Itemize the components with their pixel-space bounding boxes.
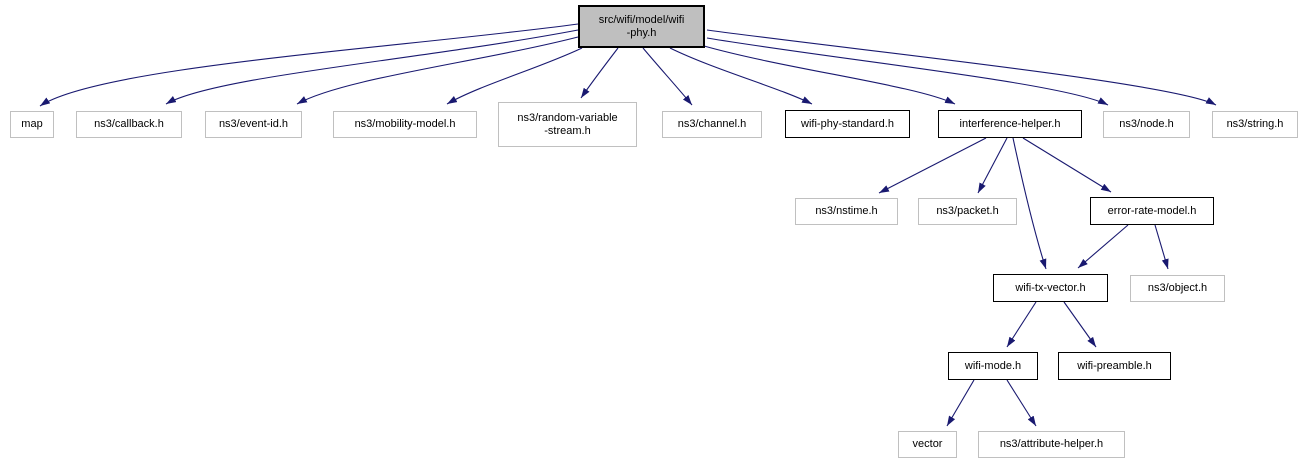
node-error-rate-model-label: error-rate-model.h	[1107, 204, 1197, 217]
edge-interference-helper-to-error-rate-model	[1022, 137, 1112, 193]
edge-error-rate-model-to-object	[1154, 224, 1169, 270]
node-wifi-phy-label-line1: src/wifi/model/wifi	[598, 13, 685, 26]
node-channel-label: ns3/channel.h	[677, 118, 747, 130]
node-random-variable-stream-label-line2: -stream.h	[544, 124, 591, 137]
edge-interference-helper-to-wifi-tx-vector	[1012, 137, 1047, 270]
node-callback-label: ns3/callback.h	[94, 118, 164, 130]
edge-wifi-phy-to-node	[706, 37, 1109, 106]
edge-wifi-phy-to-callback	[165, 29, 579, 105]
node-node-label: ns3/node.h	[1119, 118, 1174, 130]
edge-wifi-phy-to-mobility-model	[446, 47, 583, 105]
node-mobility-model-label: ns3/mobility-model.h	[354, 118, 456, 130]
edge-wifi-phy-to-interference-helper	[703, 45, 956, 105]
node-mobility-model: ns3/mobility-model.h	[333, 111, 477, 138]
node-packet: ns3/packet.h	[918, 198, 1017, 225]
edge-wifi-phy-to-event-id	[296, 36, 579, 105]
node-wifi-mode-label: wifi-mode.h	[964, 359, 1022, 372]
node-nstime-label: ns3/nstime.h	[815, 205, 878, 217]
edge-error-rate-model-to-wifi-tx-vector	[1077, 224, 1129, 269]
edge-wifi-tx-vector-to-wifi-preamble	[1063, 301, 1097, 348]
edge-wifi-phy-to-random-variable-stream	[580, 47, 619, 99]
edge-wifi-phy-to-map	[39, 23, 579, 107]
node-map-label: map	[21, 118, 43, 130]
edge-wifi-mode-to-attribute-helper	[1006, 379, 1037, 427]
node-vector: vector	[898, 431, 957, 458]
node-wifi-phy-label-line2: -phy.h	[626, 26, 657, 39]
node-object-label: ns3/object.h	[1147, 282, 1208, 294]
edge-wifi-phy-to-wifi-phy-standard	[669, 47, 813, 105]
node-event-id-label: ns3/event-id.h	[218, 118, 289, 130]
node-event-id: ns3/event-id.h	[205, 111, 302, 138]
node-wifi-mode[interactable]: wifi-mode.h	[948, 352, 1038, 380]
node-nstime: ns3/nstime.h	[795, 198, 898, 225]
node-packet-label: ns3/packet.h	[936, 205, 999, 217]
node-callback: ns3/callback.h	[76, 111, 182, 138]
node-interference-helper-label: interference-helper.h	[959, 117, 1061, 130]
node-wifi-preamble[interactable]: wifi-preamble.h	[1058, 352, 1171, 380]
node-string: ns3/string.h	[1212, 111, 1298, 138]
edge-wifi-phy-to-channel	[642, 47, 693, 106]
node-wifi-tx-vector[interactable]: wifi-tx-vector.h	[993, 274, 1108, 302]
node-wifi-preamble-label: wifi-preamble.h	[1077, 359, 1152, 372]
edge-interference-helper-to-nstime	[878, 137, 987, 194]
node-vector-label: vector	[912, 438, 943, 450]
edge-wifi-phy-to-string	[706, 29, 1217, 106]
node-object: ns3/object.h	[1130, 275, 1225, 302]
node-map: map	[10, 111, 54, 138]
node-attribute-helper-label: ns3/attribute-helper.h	[999, 438, 1104, 450]
node-node: ns3/node.h	[1103, 111, 1190, 138]
node-wifi-phy-standard[interactable]: wifi-phy-standard.h	[785, 110, 910, 138]
node-attribute-helper: ns3/attribute-helper.h	[978, 431, 1125, 458]
node-wifi-phy-standard-label: wifi-phy-standard.h	[801, 117, 894, 130]
node-channel: ns3/channel.h	[662, 111, 762, 138]
node-interference-helper[interactable]: interference-helper.h	[938, 110, 1082, 138]
edge-interference-helper-to-packet	[977, 137, 1008, 194]
node-wifi-phy: src/wifi/model/wifi -phy.h	[578, 5, 705, 48]
node-random-variable-stream: ns3/random-variable -stream.h	[498, 102, 637, 147]
node-error-rate-model[interactable]: error-rate-model.h	[1090, 197, 1214, 225]
node-string-label: ns3/string.h	[1226, 118, 1284, 130]
edge-wifi-mode-to-vector	[946, 379, 975, 427]
edge-wifi-tx-vector-to-wifi-mode	[1006, 301, 1037, 348]
node-wifi-tx-vector-label: wifi-tx-vector.h	[1015, 281, 1086, 294]
node-random-variable-stream-label-line1: ns3/random-variable	[517, 111, 618, 124]
